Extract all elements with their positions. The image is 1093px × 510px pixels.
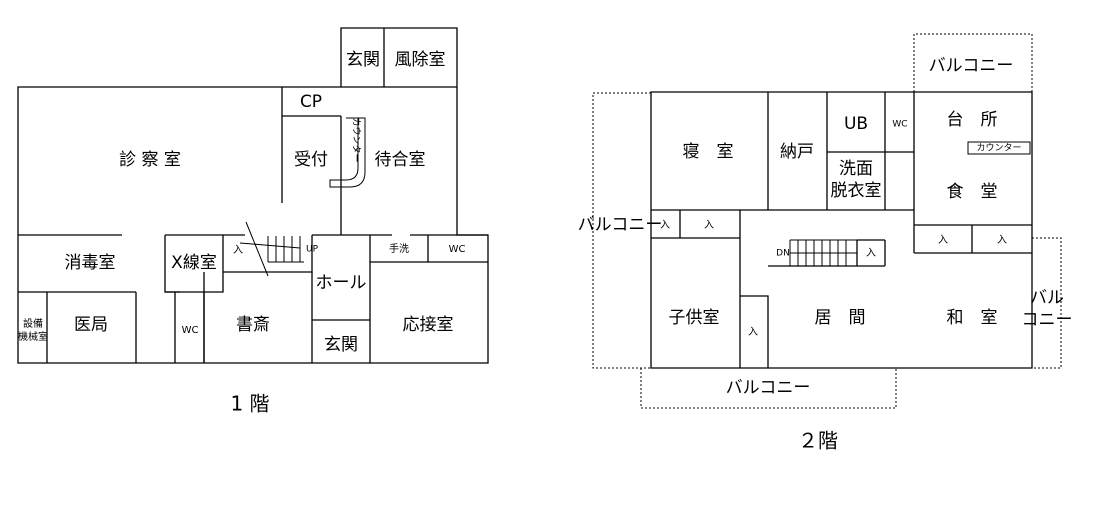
f2-balcony-left: バルコニー — [578, 215, 663, 235]
f2-title: ２階 — [798, 429, 838, 453]
f1-shodoku: 消毒室 — [65, 253, 116, 273]
f1-xsen: X線室 — [171, 253, 217, 273]
f2-iri-4: 入 — [866, 248, 876, 259]
f1-setsubi-2: 機械室 — [18, 330, 48, 343]
f2-ub: UB — [844, 114, 868, 134]
f1-title: 1 階 — [230, 392, 269, 416]
f2-nando: 納戸 — [780, 142, 814, 162]
f2-shokudou: 食 堂 — [947, 182, 998, 202]
f1-up: UP — [306, 245, 319, 255]
f1-uketsuke: 受付 — [294, 150, 328, 170]
f2-wc: WC — [892, 120, 907, 130]
f1-shinsatsu: 診 察 室 — [119, 150, 181, 170]
f2-iri-1: 入 — [660, 220, 670, 231]
f2-shinshitsu: 寝 室 — [683, 141, 734, 162]
f1-ikyoku: 医局 — [74, 315, 108, 335]
f1-shosai: 書斎 — [236, 315, 270, 335]
floor1-plan — [17, 27, 489, 364]
f2-iri-6: 入 — [997, 235, 1007, 246]
f1-hall: ホール — [316, 273, 367, 293]
f2-iri-2: 入 — [704, 220, 714, 231]
f2-balcony-right-1: バル — [1030, 288, 1064, 308]
f1-counter: カウンター — [351, 117, 362, 162]
f2-senmen-2: 脱衣室 — [831, 181, 882, 201]
f2-kodomo: 子供室 — [669, 308, 720, 328]
f2-iri-5: 入 — [938, 235, 948, 246]
f2-senmen-1: 洗面 — [839, 159, 873, 179]
f1-wc-left: WC — [182, 325, 199, 336]
f2-ima: 居 間 — [815, 308, 866, 328]
f2-washitsu: 和 室 — [947, 308, 998, 328]
f2-iri-3: 入 — [748, 327, 758, 338]
f1-tearai: 手洗 — [389, 242, 409, 255]
f1-ousetsu: 応接室 — [403, 315, 454, 335]
floor2-plan — [592, 33, 1062, 409]
f2-balcony-right-2: コニー — [1022, 310, 1073, 330]
f2-counter: カウンター — [976, 143, 1021, 154]
f2-dn: DN — [776, 249, 790, 259]
f2-balcony-bottom: バルコニー — [726, 378, 811, 398]
f1-fuujo: 風除室 — [395, 50, 446, 70]
f1-wc-right: WC — [449, 244, 466, 255]
f1-iri: 入 — [233, 245, 243, 256]
f1-cp: CP — [300, 92, 322, 112]
f1-machiai: 待合室 — [375, 150, 426, 170]
f2-balcony-top: バルコニー — [929, 56, 1014, 76]
f1-setsubi-1: 設備 — [23, 317, 43, 330]
f1-genkan-bottom: 玄関 — [324, 335, 358, 355]
f2-daidokoro: 台 所 — [947, 110, 998, 130]
f1-genkan-top: 玄関 — [346, 50, 380, 70]
